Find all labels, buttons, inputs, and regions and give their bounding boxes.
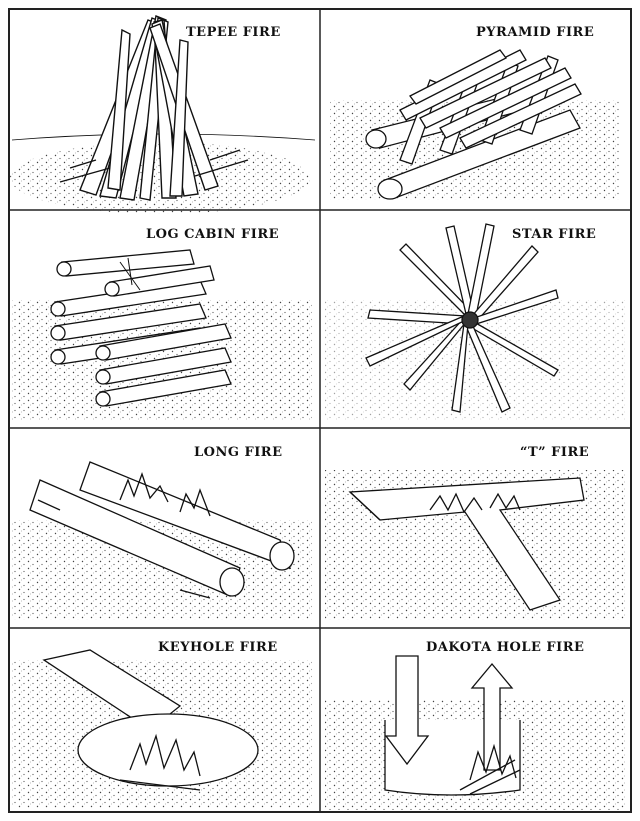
panel-title-pyramid: PYRAMID FIRE: [476, 25, 595, 40]
panel-title-log-cabin: LOG CABIN FIRE: [146, 227, 280, 242]
panel-title-dakota: DAKOTA HOLE FIRE: [426, 640, 585, 655]
panel-title-keyhole: KEYHOLE FIRE: [158, 640, 278, 655]
panel-title-star: STAR FIRE: [512, 227, 597, 242]
keyhole-fire-drawing: [12, 649, 312, 808]
log-cabin-fire-drawing: [12, 249, 312, 420]
dakota-hole-fire-drawing: [325, 655, 625, 810]
t-fire-drawing: [325, 470, 625, 620]
tepee-fire-drawing: [10, 15, 316, 214]
pyramid-fire-drawing: [330, 49, 620, 200]
star-fire-drawing: [325, 223, 625, 420]
long-fire-drawing: [12, 461, 312, 620]
panel-title-t: “T” FIRE: [520, 445, 590, 460]
panel-title-tepee: TEPEE FIRE: [186, 25, 281, 40]
panel-title-long: LONG FIRE: [194, 445, 283, 460]
